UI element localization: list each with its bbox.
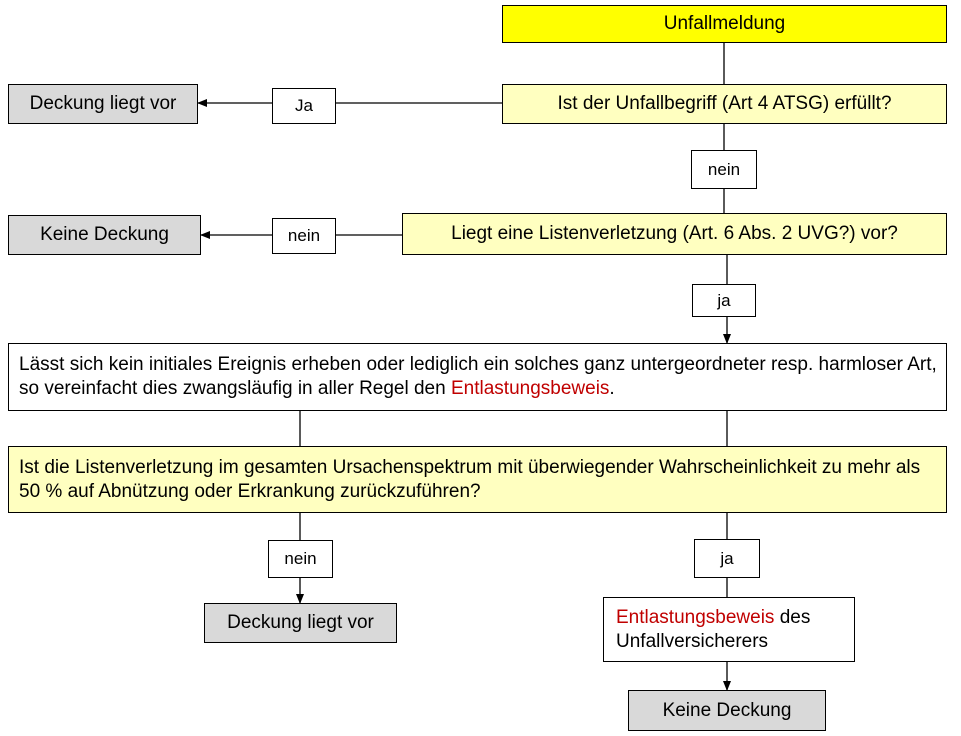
label-nein-2-text: nein: [287, 226, 321, 245]
result-keine-deckung-1: Keine Deckung: [8, 215, 201, 255]
question-cause-spectrum: Ist die Listenverletzung im gesamten Urs…: [8, 446, 947, 513]
question-cause-spectrum-label: Ist die Listenverletzung im gesamten Urs…: [19, 456, 921, 502]
result-deckung-liegt-vor-2-text: Deckung liegt vor: [227, 612, 374, 633]
proof-of-exoneration: Entlastungsbeweis des Unfallversicherers: [603, 597, 855, 662]
question-accident-definition: Ist der Unfallbegriff (Art 4 ATSG) erfül…: [502, 84, 947, 124]
result-deckung-liegt-vor-1-text: Deckung liegt vor: [29, 93, 177, 114]
label-ja-3: ja: [694, 539, 760, 578]
start-node-label: Unfallmeldung: [663, 13, 786, 34]
label-nein-1: nein: [691, 150, 757, 189]
note-initial-event: Lässt sich kein initiales Ereignis erheb…: [8, 343, 947, 411]
note-text-part-2: .: [609, 378, 615, 399]
label-ja-3-text: ja: [720, 548, 734, 568]
label-ja-2: ja: [692, 284, 756, 317]
label-nein-3-text: nein: [284, 549, 317, 568]
label-nein-2: nein: [272, 218, 336, 254]
question-accident-definition-label: Ist der Unfallbegriff (Art 4 ATSG) erfül…: [557, 93, 892, 114]
label-ja-1: Ja: [272, 88, 336, 124]
proof-text: des Unfallversicherers: [616, 606, 811, 652]
proof-highlight-entlastungsbeweis: Entlastungsbeweis: [616, 606, 775, 628]
start-node: Unfallmeldung: [502, 5, 947, 43]
label-ja-2-text: ja: [717, 290, 731, 310]
result-keine-deckung-2: Keine Deckung: [628, 690, 826, 731]
label-ja-1-text: Ja: [295, 96, 313, 115]
note-highlight-entlastungsbeweis: Entlastungsbeweis: [450, 378, 610, 399]
proof-of-exoneration-text: Entlastungsbeweis des Unfallversicherers: [616, 606, 846, 654]
result-deckung-liegt-vor-2: Deckung liegt vor: [204, 603, 397, 643]
result-keine-deckung-1-text: Keine Deckung: [40, 224, 169, 245]
label-nein-1-text: nein: [707, 159, 741, 179]
result-keine-deckung-2-text: Keine Deckung: [662, 699, 792, 721]
question-list-injury: Liegt eine Listenverletzung (Art. 6 Abs.…: [402, 213, 947, 255]
note-initial-event-text: Lässt sich kein initiales Ereignis erheb…: [19, 353, 938, 401]
question-list-injury-label: Liegt eine Listenverletzung (Art. 6 Abs.…: [451, 223, 898, 244]
note-text-part-1: Lässt sich kein initiales Ereignis erheb…: [19, 354, 937, 399]
label-nein-3: nein: [268, 540, 333, 578]
result-deckung-liegt-vor-1: Deckung liegt vor: [8, 84, 198, 124]
